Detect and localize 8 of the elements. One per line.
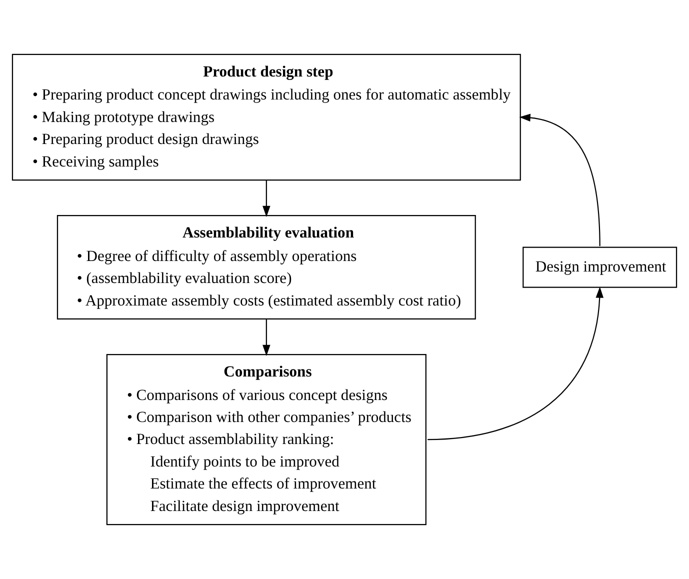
- node-box: Design improvement: [522, 246, 678, 288]
- node-box: Comparisons • Comparisons of various concept designs • Comparison with other companies’ products • Product assemblability ranking: Identify points to be improved Estimate the effects of improvement Facilitate design improvement: [106, 354, 426, 526]
- arrow: [519, 114, 600, 246]
- node-box: Assemblability evaluation • Degree of difficulty of assembly operations • (assemblability evaluation score) • Approximate assembly costs (estimated assembly cost ratio): [56, 215, 476, 320]
- arrow: [428, 286, 604, 440]
- arrow: [262, 180, 270, 217]
- node-box: Product design step • Preparing product concept drawings including ones for automatic assembly • Making prototype drawings • Preparing product design drawings • Receiving samples: [12, 54, 521, 181]
- arrow: [262, 319, 270, 356]
